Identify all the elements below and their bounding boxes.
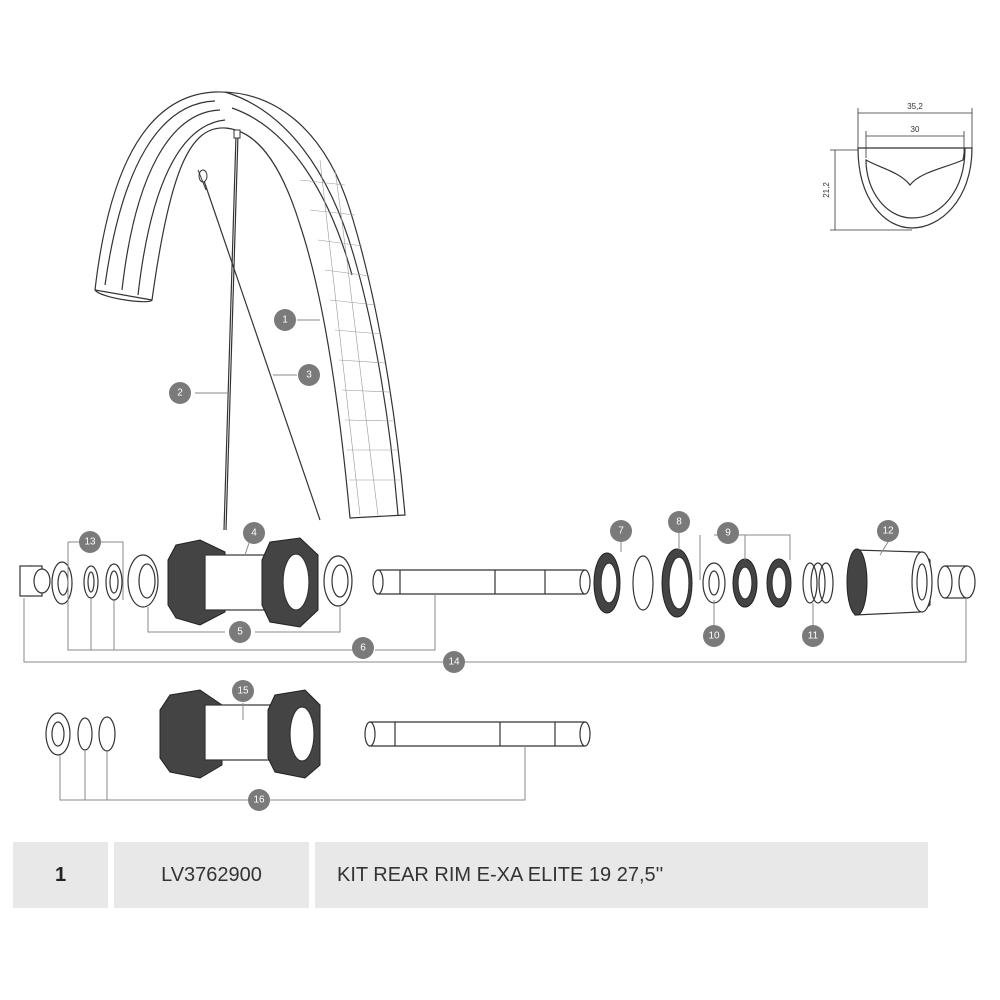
part-description: KIT REAR RIM E-XA ELITE 19 27,5'' (315, 842, 928, 908)
callout-12: 12 (877, 520, 899, 542)
parts-table-row: 1 LV3762900 KIT REAR RIM E-XA ELITE 19 2… (13, 842, 928, 908)
svg-text:4: 4 (251, 528, 257, 539)
callout-4: 4 (243, 522, 265, 544)
rim-profile-drawing: 35,2 30 21,2 (822, 102, 973, 231)
callout-1: 1 (274, 309, 296, 331)
svg-text:9: 9 (725, 528, 731, 539)
svg-text:1: 1 (282, 315, 288, 326)
part-code: LV3762900 (114, 842, 309, 908)
exploded-parts-diagram: 35,2 30 21,2 (19, 91, 976, 811)
svg-text:2: 2 (177, 388, 183, 399)
svg-text:3: 3 (306, 370, 312, 381)
callout-13: 13 (79, 531, 101, 553)
callout-14: 14 (443, 651, 465, 673)
callout-11: 11 (802, 625, 824, 647)
callout-3: 3 (298, 364, 320, 386)
spoke-bent (197, 169, 321, 521)
callout-16: 16 (248, 789, 270, 811)
leader-lines (23, 319, 967, 801)
alternative-hub-assembly (45, 689, 591, 779)
spoke-straight (223, 129, 241, 531)
svg-text:10: 10 (708, 631, 720, 642)
rear-hub-assembly (19, 537, 976, 628)
svg-text:12: 12 (882, 526, 894, 537)
callout-15: 15 (232, 680, 254, 702)
callout-10: 10 (703, 625, 725, 647)
profile-outer-width-label: 35,2 (907, 102, 923, 111)
svg-text:15: 15 (237, 686, 249, 697)
rim-segment (94, 91, 406, 519)
svg-text:16: 16 (253, 795, 265, 806)
svg-text:5: 5 (237, 627, 243, 638)
profile-height-label: 21,2 (822, 182, 831, 198)
callout-5: 5 (229, 621, 251, 643)
part-reference-number: 1 (13, 842, 108, 908)
callout-6: 6 (352, 637, 374, 659)
callout-7: 7 (610, 520, 632, 542)
callout-2: 2 (169, 382, 191, 404)
svg-text:13: 13 (84, 537, 96, 548)
callout-9: 9 (717, 522, 739, 544)
svg-text:6: 6 (360, 643, 366, 654)
profile-inner-width-label: 30 (911, 125, 920, 134)
svg-text:8: 8 (676, 517, 682, 528)
svg-text:11: 11 (808, 631, 819, 642)
callout-8: 8 (668, 511, 690, 533)
svg-text:14: 14 (448, 657, 460, 668)
svg-text:7: 7 (618, 526, 624, 537)
